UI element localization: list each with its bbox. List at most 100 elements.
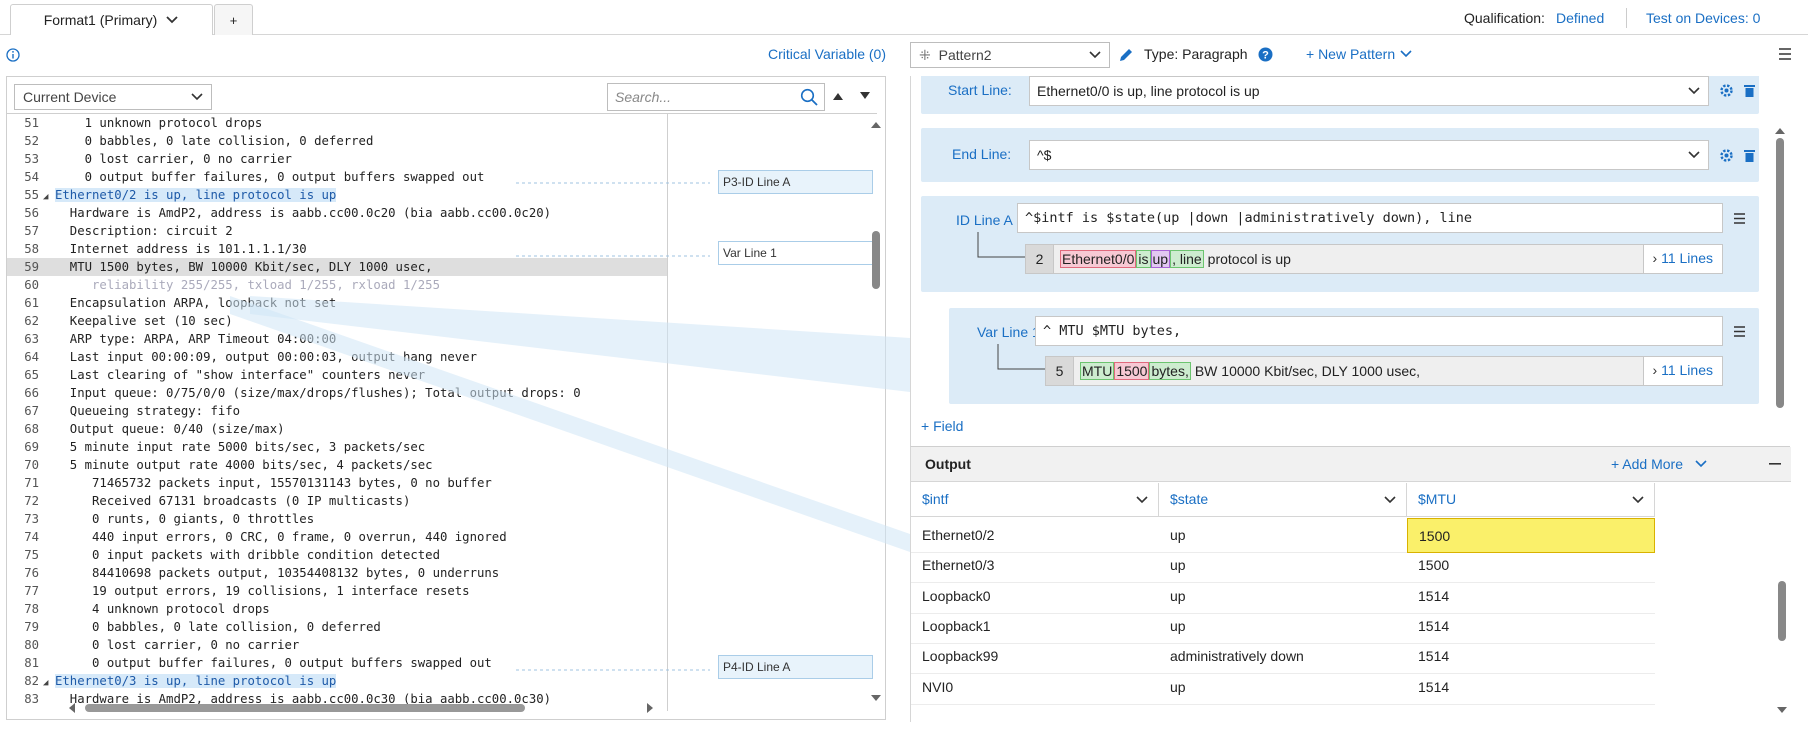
chevron-down-icon[interactable] (1695, 460, 1707, 468)
code-line[interactable]: 83 Hardware is AmdP2, address is aabb.cc… (7, 690, 667, 708)
qualification-value-link[interactable]: Defined (1556, 10, 1605, 26)
code-line[interactable]: 76 84410698 packets output, 10354408132 … (7, 564, 667, 582)
table-cell[interactable]: 1514 (1407, 609, 1655, 644)
code-line[interactable]: 74 440 input errors, 0 CRC, 0 frame, 0 o… (7, 528, 667, 546)
code-line[interactable]: 80 0 lost carrier, 0 no carrier (7, 636, 667, 654)
code-line[interactable]: 73 0 runts, 0 giants, 0 throttles (7, 510, 667, 528)
gear-icon[interactable] (1719, 83, 1734, 98)
code-line[interactable]: 71 71465732 packets input, 15570131143 b… (7, 474, 667, 492)
table-cell[interactable]: 1500 (1407, 548, 1655, 584)
code-line[interactable]: 61 Encapsulation ARPA, loopback not set (7, 294, 667, 312)
table-cell[interactable]: up (1159, 579, 1407, 614)
menu-icon[interactable] (1733, 326, 1746, 337)
code-line[interactable]: 84 (7, 708, 667, 711)
code-line[interactable]: 63 ARP type: ARPA, ARP Timeout 04:00:00 (7, 330, 667, 348)
gear-icon[interactable] (1719, 148, 1734, 163)
annotation-p3-id-line[interactable]: P3-ID Line A (718, 170, 873, 194)
trash-icon[interactable] (1743, 148, 1756, 163)
code-line[interactable]: 78 4 unknown protocol drops (7, 600, 667, 618)
code-line[interactable]: 58 Internet address is 101.1.1.1/30 (7, 240, 667, 258)
code-line[interactable]: 60 reliability 255/255, txload 1/255, rx… (7, 276, 667, 294)
table-cell[interactable]: up (1159, 609, 1407, 644)
code-line[interactable]: 53 0 lost carrier, 0 no carrier (7, 150, 667, 168)
vertical-scrollbar[interactable] (1773, 126, 1787, 446)
add-tab-button[interactable]: + (214, 4, 253, 35)
column-header[interactable]: $intf (911, 483, 1159, 517)
table-cell[interactable]: Loopback99 (911, 639, 1159, 675)
table-cell[interactable]: up (1159, 548, 1407, 584)
code-line[interactable]: 70 5 minute output rate 4000 bits/sec, 4… (7, 456, 667, 474)
vertical-scrollbar[interactable] (869, 113, 883, 711)
table-cell[interactable]: up (1159, 670, 1407, 705)
code-line[interactable]: 64 Last input 00:00:09, output 00:00:03,… (7, 348, 667, 366)
code-line[interactable]: 62 Keepalive set (10 sec) (7, 312, 667, 330)
table-cell[interactable]: 1514 (1407, 670, 1655, 705)
horizontal-scrollbar[interactable] (67, 701, 657, 715)
code-line[interactable]: 66 Input queue: 0/75/0/0 (size/max/drops… (7, 384, 667, 402)
table-cell[interactable]: Loopback0 (911, 579, 1159, 614)
tab-format1-primary[interactable]: Format1 (Primary) (10, 4, 213, 35)
code-line[interactable]: 51 1 unknown protocol drops (7, 114, 667, 132)
code-line[interactable]: 54 0 output buffer failures, 0 output bu… (7, 168, 667, 186)
search-icon[interactable] (800, 88, 818, 106)
critical-variable-link[interactable]: Critical Variable (0) (768, 46, 886, 62)
pattern-select[interactable]: ⁜ Pattern2 (910, 42, 1110, 68)
arrow-up-icon[interactable] (832, 91, 844, 101)
table-cell[interactable]: NVI0 (911, 670, 1159, 705)
var-line-label[interactable]: Var Line 1 (977, 324, 1040, 340)
help-icon[interactable]: ? (1258, 47, 1273, 62)
add-more-button[interactable]: + Add More (1611, 456, 1683, 472)
table-cell[interactable]: Ethernet0/3 (911, 548, 1159, 584)
code-line[interactable]: 68 Output queue: 0/40 (size/max) (7, 420, 667, 438)
chevron-down-icon[interactable] (1688, 151, 1700, 159)
code-line[interactable]: 55◢Ethernet0/2 is up, line protocol is u… (7, 186, 667, 204)
table-cell[interactable]: 1514 (1407, 639, 1655, 675)
menu-icon[interactable] (1778, 48, 1792, 60)
chevron-down-icon[interactable] (1688, 87, 1700, 95)
chevron-down-icon[interactable] (1136, 496, 1148, 504)
column-header[interactable]: $MTU (1407, 483, 1655, 517)
code-line[interactable]: 77 19 output errors, 19 collisions, 1 in… (7, 582, 667, 600)
table-cell[interactable]: Loopback1 (911, 609, 1159, 644)
pencil-icon[interactable] (1118, 47, 1134, 63)
code-line[interactable]: 81 0 output buffer failures, 0 output bu… (7, 654, 667, 672)
code-line[interactable]: 79 0 babbles, 0 late collision, 0 deferr… (7, 618, 667, 636)
start-line-input[interactable]: Ethernet0/0 is up, line protocol is up (1029, 76, 1709, 106)
chevron-down-icon[interactable] (165, 15, 179, 25)
code-line[interactable]: 56 Hardware is AmdP2, address is aabb.cc… (7, 204, 667, 222)
id-line-input[interactable]: ^$intf is $state(up |down |administrativ… (1017, 203, 1723, 233)
collapse-triangle-icon[interactable]: ◢ (43, 678, 49, 688)
table-cell[interactable]: 1500 (1407, 518, 1655, 553)
code-line[interactable]: 82◢Ethernet0/3 is up, line protocol is u… (7, 672, 667, 690)
chevron-down-icon[interactable] (1400, 50, 1412, 58)
code-line[interactable]: 75 0 input packets with dribble conditio… (7, 546, 667, 564)
table-cell[interactable]: 1514 (1407, 579, 1655, 614)
code-line[interactable]: 65 Last clearing of "show interface" cou… (7, 366, 667, 384)
arrow-down-icon[interactable] (859, 91, 871, 101)
code-line[interactable]: 57 Description: circuit 2 (7, 222, 667, 240)
code-line[interactable]: 67 Queueing strategy: fifo (7, 402, 667, 420)
var-line-input[interactable]: ^ MTU $MTU bytes, (1035, 316, 1723, 346)
collapse-icon[interactable] (1769, 463, 1781, 465)
chevron-down-icon[interactable] (1384, 496, 1396, 504)
info-icon[interactable] (6, 48, 20, 62)
code-line[interactable]: 72 Received 67131 broadcasts (0 IP multi… (7, 492, 667, 510)
annotation-var-line[interactable]: Var Line 1 (718, 241, 873, 265)
vertical-scrollbar[interactable] (1775, 517, 1789, 721)
table-cell[interactable]: administratively down (1159, 639, 1407, 675)
chevron-down-icon[interactable] (1632, 496, 1644, 504)
table-cell[interactable]: up (1159, 518, 1407, 553)
new-pattern-button[interactable]: + New Pattern (1306, 46, 1396, 62)
end-line-input[interactable]: ^$ (1029, 140, 1709, 170)
code-line[interactable]: 59 MTU 1500 bytes, BW 10000 Kbit/sec, DL… (7, 258, 667, 276)
lines-button[interactable]: › 11 Lines (1642, 245, 1722, 273)
table-cell[interactable]: Ethernet0/2 (911, 518, 1159, 553)
search-input[interactable]: Search... (607, 83, 825, 111)
add-field-button[interactable]: + Field (921, 418, 964, 434)
collapse-triangle-icon[interactable]: ◢ (43, 192, 49, 202)
trash-icon[interactable] (1743, 83, 1756, 98)
annotation-p4-id-line[interactable]: P4-ID Line A (718, 655, 873, 679)
device-select[interactable]: Current Device (14, 84, 212, 110)
id-line-label[interactable]: ID Line A (956, 212, 1013, 228)
